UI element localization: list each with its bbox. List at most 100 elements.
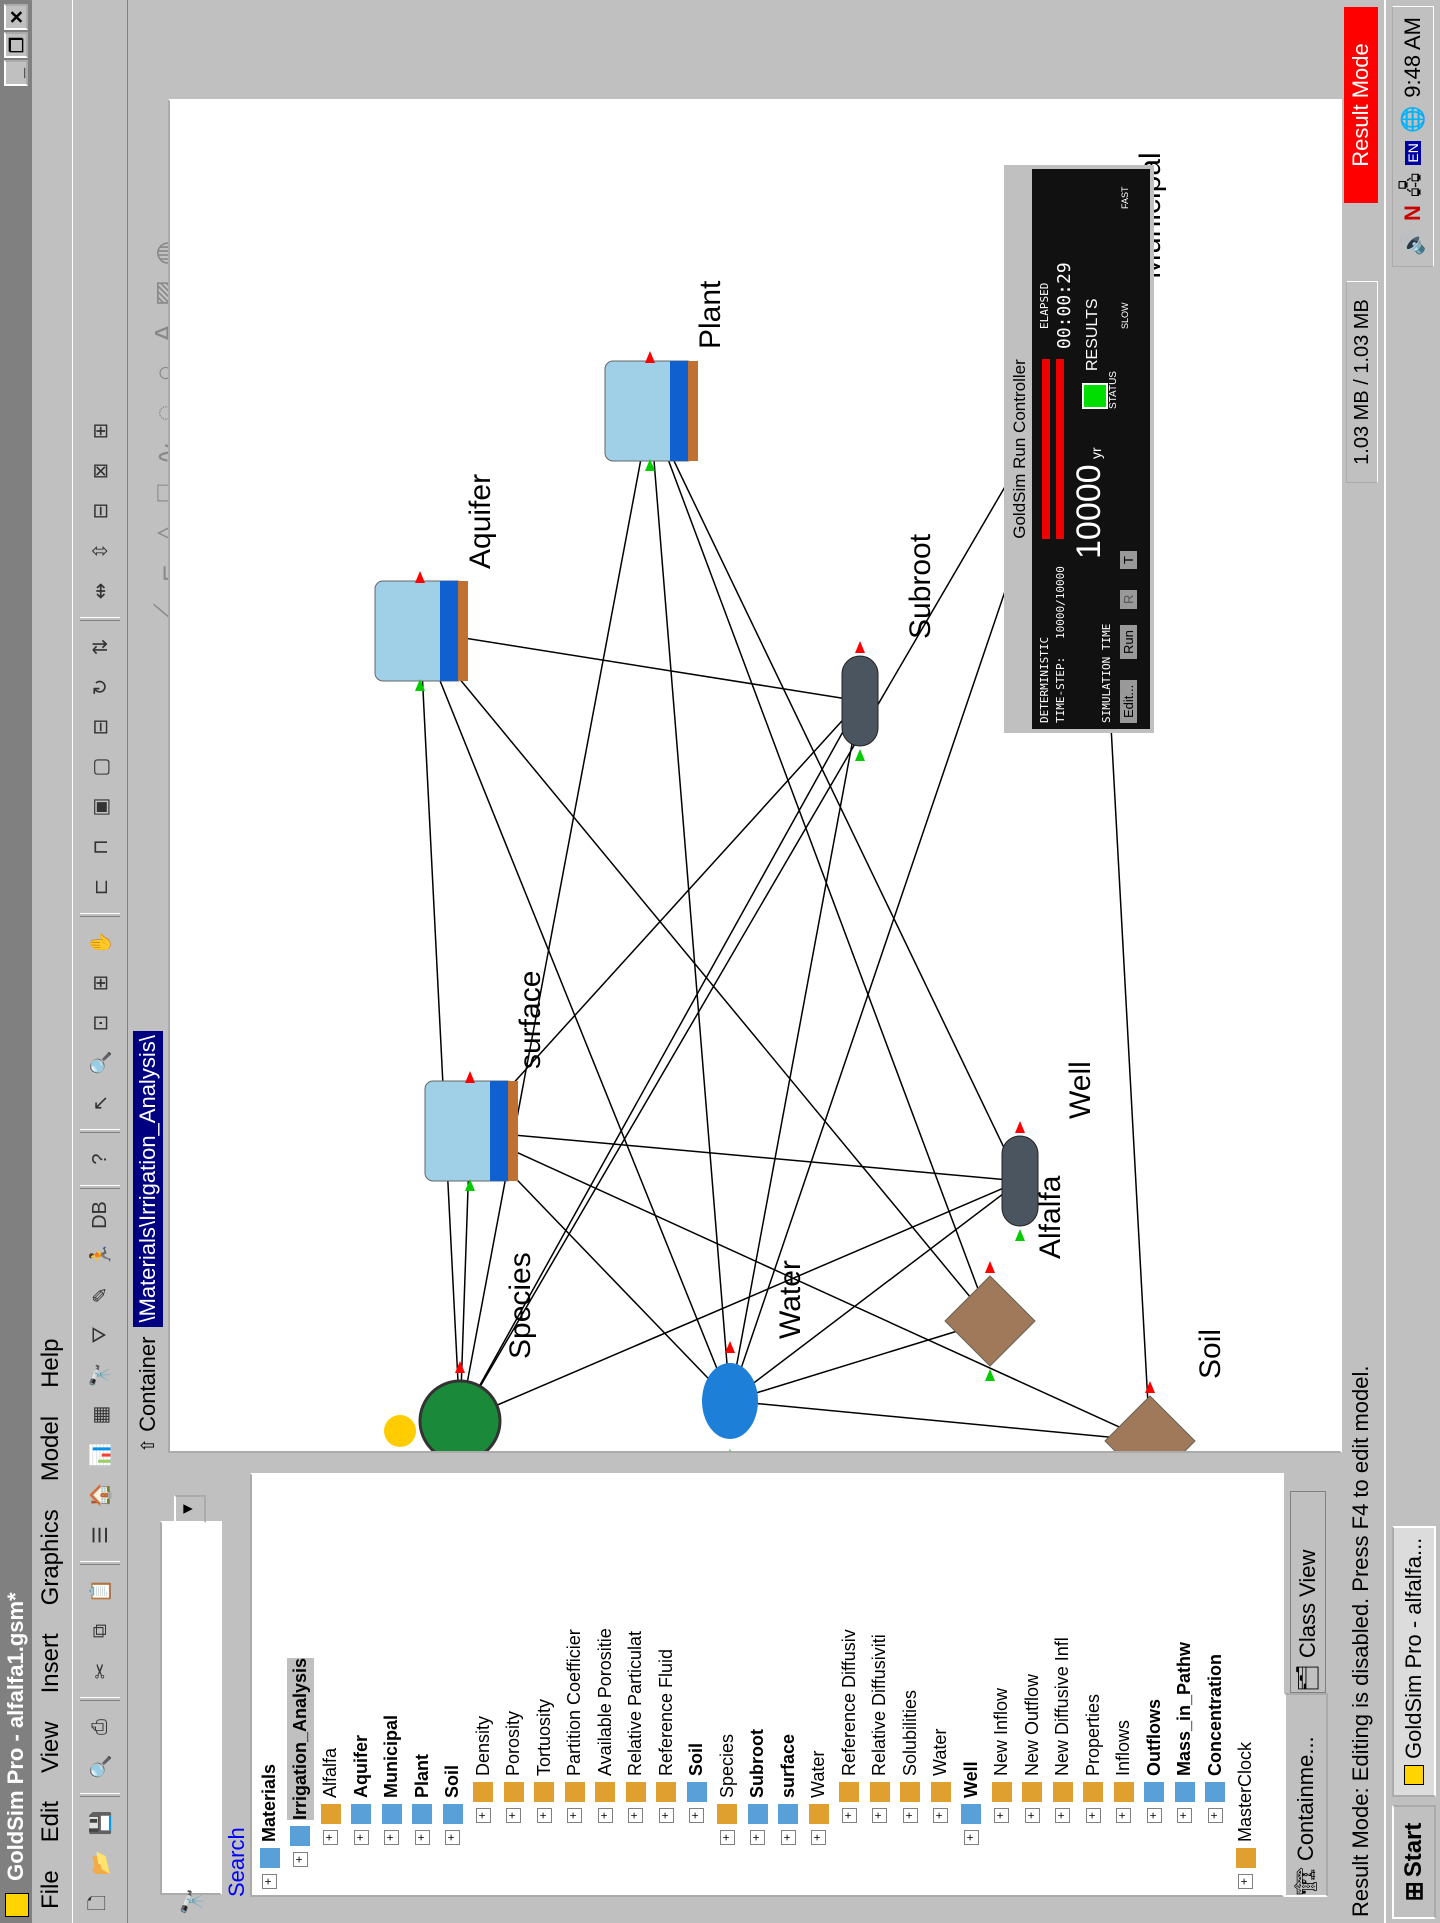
tree-item[interactable]: +New Inflow — [988, 1688, 1015, 1823]
influence-link[interactable] — [459, 1180, 1021, 1422]
tree-item[interactable]: +MasterClock — [1232, 1742, 1259, 1889]
expand-toggle-icon[interactable]: + — [810, 1830, 826, 1845]
tab-containment[interactable]: 🏗Containme... — [1284, 1693, 1328, 1897]
influence-link[interactable] — [729, 1180, 1021, 1402]
influence-link[interactable] — [646, 410, 731, 1402]
tree-item[interactable]: +Materials — [256, 1764, 283, 1889]
tree-item[interactable]: +Outflows — [1141, 1699, 1168, 1823]
tree-item[interactable]: +Porosity — [500, 1711, 527, 1823]
tree-item[interactable]: +Municipal — [378, 1715, 405, 1845]
expand-toggle-icon[interactable]: + — [261, 1874, 277, 1889]
filter-icon[interactable]: ⛛ — [88, 1326, 111, 1344]
expand-toggle-icon[interactable]: + — [1024, 1808, 1040, 1823]
run-icon[interactable]: 🏃 — [89, 1242, 112, 1268]
print-icon[interactable]: ⎙ — [88, 1719, 111, 1735]
same-width-icon[interactable]: ⊠ — [89, 462, 112, 480]
expand-toggle-icon[interactable]: + — [1146, 1808, 1162, 1823]
expand-toggle-icon[interactable]: + — [1054, 1808, 1070, 1823]
paste-icon[interactable]: 📋 — [89, 1578, 112, 1604]
graph-icon[interactable]: 📊 — [89, 1442, 112, 1468]
select-arrow-icon[interactable]: ↖ — [89, 1094, 112, 1112]
save-icon[interactable]: 💾 — [89, 1810, 112, 1836]
expand-toggle-icon[interactable]: + — [322, 1830, 338, 1845]
copy-icon[interactable]: ⧉ — [88, 1623, 111, 1639]
tree-item[interactable]: +Properties — [1080, 1694, 1107, 1823]
tree-item[interactable]: +Density — [470, 1716, 497, 1823]
chart-icon[interactable]: ▦ — [89, 1405, 112, 1425]
expand-toggle-icon[interactable]: + — [536, 1808, 552, 1823]
menu-view[interactable]: View — [37, 1721, 64, 1773]
influence-link[interactable] — [649, 410, 991, 1322]
menu-file[interactable]: File — [37, 1870, 64, 1909]
influence-link[interactable] — [729, 1400, 1151, 1445]
expand-toggle-icon[interactable]: + — [444, 1830, 460, 1845]
align-left-icon[interactable]: ⊏ — [89, 878, 112, 896]
tree-item[interactable]: +Aquifer — [348, 1735, 375, 1845]
run-button[interactable]: Run — [1120, 625, 1137, 659]
expand-toggle-icon[interactable]: + — [871, 1808, 887, 1823]
bring-front-icon[interactable]: ▣ — [89, 797, 112, 817]
expand-toggle-icon[interactable]: + — [658, 1808, 674, 1823]
expand-toggle-icon[interactable]: + — [780, 1830, 796, 1845]
expand-toggle-icon[interactable]: + — [1207, 1808, 1223, 1823]
minimize-button[interactable]: _ — [4, 60, 28, 86]
menu-edit[interactable]: Edit — [37, 1800, 64, 1843]
tray-network-icon[interactable]: 🖧 — [1398, 172, 1423, 198]
tree-item[interactable]: +Solubilities — [897, 1690, 924, 1823]
tree-item[interactable]: +New Outflow — [1019, 1674, 1046, 1823]
tree-item[interactable]: +Reference Diffusiv — [836, 1629, 863, 1823]
step-button[interactable]: T — [1120, 551, 1137, 569]
cut-icon[interactable]: ✂ — [89, 1662, 112, 1680]
tree-item[interactable]: +Species — [714, 1734, 741, 1845]
tree-item[interactable]: +surface — [775, 1734, 802, 1845]
edit-button[interactable]: Edit... — [1120, 679, 1137, 723]
expand-toggle-icon[interactable]: + — [1115, 1808, 1131, 1823]
tree-view[interactable]: +Materials+Irrigation_Analysis+Alfalfa+A… — [250, 1473, 1284, 1897]
tab-class-view[interactable]: 🗂Class View — [1290, 1491, 1326, 1693]
tree-item[interactable]: +Relative Particulat — [622, 1631, 649, 1823]
group-icon[interactable]: ⊟ — [89, 718, 112, 736]
tree-item[interactable]: +Soil — [683, 1743, 710, 1823]
dashboard-icon[interactable]: ✎ — [89, 1286, 112, 1304]
taskbar-goldsim-button[interactable]: GoldSim Pro - alfalfa... — [1392, 1525, 1436, 1797]
expand-toggle-icon[interactable]: + — [719, 1830, 735, 1845]
tree-item[interactable]: +Irrigation_Analysis — [286, 1657, 314, 1867]
expand-toggle-icon[interactable]: + — [566, 1808, 582, 1823]
space-horiz-icon[interactable]: ⇹ — [89, 582, 112, 600]
expand-toggle-icon[interactable]: + — [993, 1808, 1009, 1823]
tree-item[interactable]: +Reference Fluid — [653, 1649, 680, 1823]
expand-toggle-icon[interactable]: + — [1085, 1808, 1101, 1823]
tree-item[interactable]: +Subroot — [744, 1729, 771, 1845]
menu-insert[interactable]: Insert — [37, 1633, 64, 1694]
space-vert-icon[interactable]: ⇳ — [89, 542, 112, 560]
expand-toggle-icon[interactable]: + — [1237, 1874, 1253, 1889]
influence-link[interactable] — [729, 700, 863, 1402]
element-icon[interactable]: 🏠 — [89, 1482, 112, 1508]
tree-item[interactable]: +Inflows — [1110, 1720, 1137, 1823]
node-subroot[interactable]: Subroot — [841, 533, 937, 761]
expand-toggle-icon[interactable]: + — [932, 1808, 948, 1823]
expand-toggle-icon[interactable]: + — [505, 1808, 521, 1823]
node-well[interactable]: Well — [1001, 1061, 1097, 1241]
influence-link[interactable] — [419, 628, 861, 702]
pan-hand-icon[interactable]: ✋ — [89, 930, 112, 956]
tree-item[interactable]: +Mass_in_Pathw — [1171, 1642, 1198, 1823]
database-icon[interactable]: DB — [88, 1201, 111, 1229]
influence-link[interactable] — [416, 630, 461, 1422]
expand-toggle-icon[interactable]: + — [841, 1808, 857, 1823]
zoom-box-icon[interactable]: ⊡ — [89, 1014, 112, 1032]
find-icon[interactable]: 🔭 — [89, 1362, 112, 1388]
expand-toggle-icon[interactable]: + — [292, 1852, 308, 1867]
tree-item[interactable]: +Soil — [439, 1765, 466, 1845]
node-aquifer[interactable]: Aquifer — [374, 474, 497, 691]
restore-button[interactable]: ❐ — [4, 32, 28, 58]
tree-item[interactable]: +Alfalfa — [317, 1748, 344, 1845]
tray-norton-icon[interactable]: N — [1400, 205, 1425, 221]
influence-link[interactable] — [459, 410, 653, 1422]
tray-lang-icon[interactable]: EN — [1405, 141, 1421, 165]
menu-help[interactable]: Help — [37, 1338, 64, 1388]
run-controller[interactable]: GoldSim Run Controller DETERMINISTIC TIM… — [1004, 165, 1154, 733]
expand-toggle-icon[interactable]: + — [475, 1808, 491, 1823]
influence-link[interactable] — [649, 410, 1021, 1182]
print-preview-icon[interactable]: 🔍 — [89, 1754, 112, 1780]
